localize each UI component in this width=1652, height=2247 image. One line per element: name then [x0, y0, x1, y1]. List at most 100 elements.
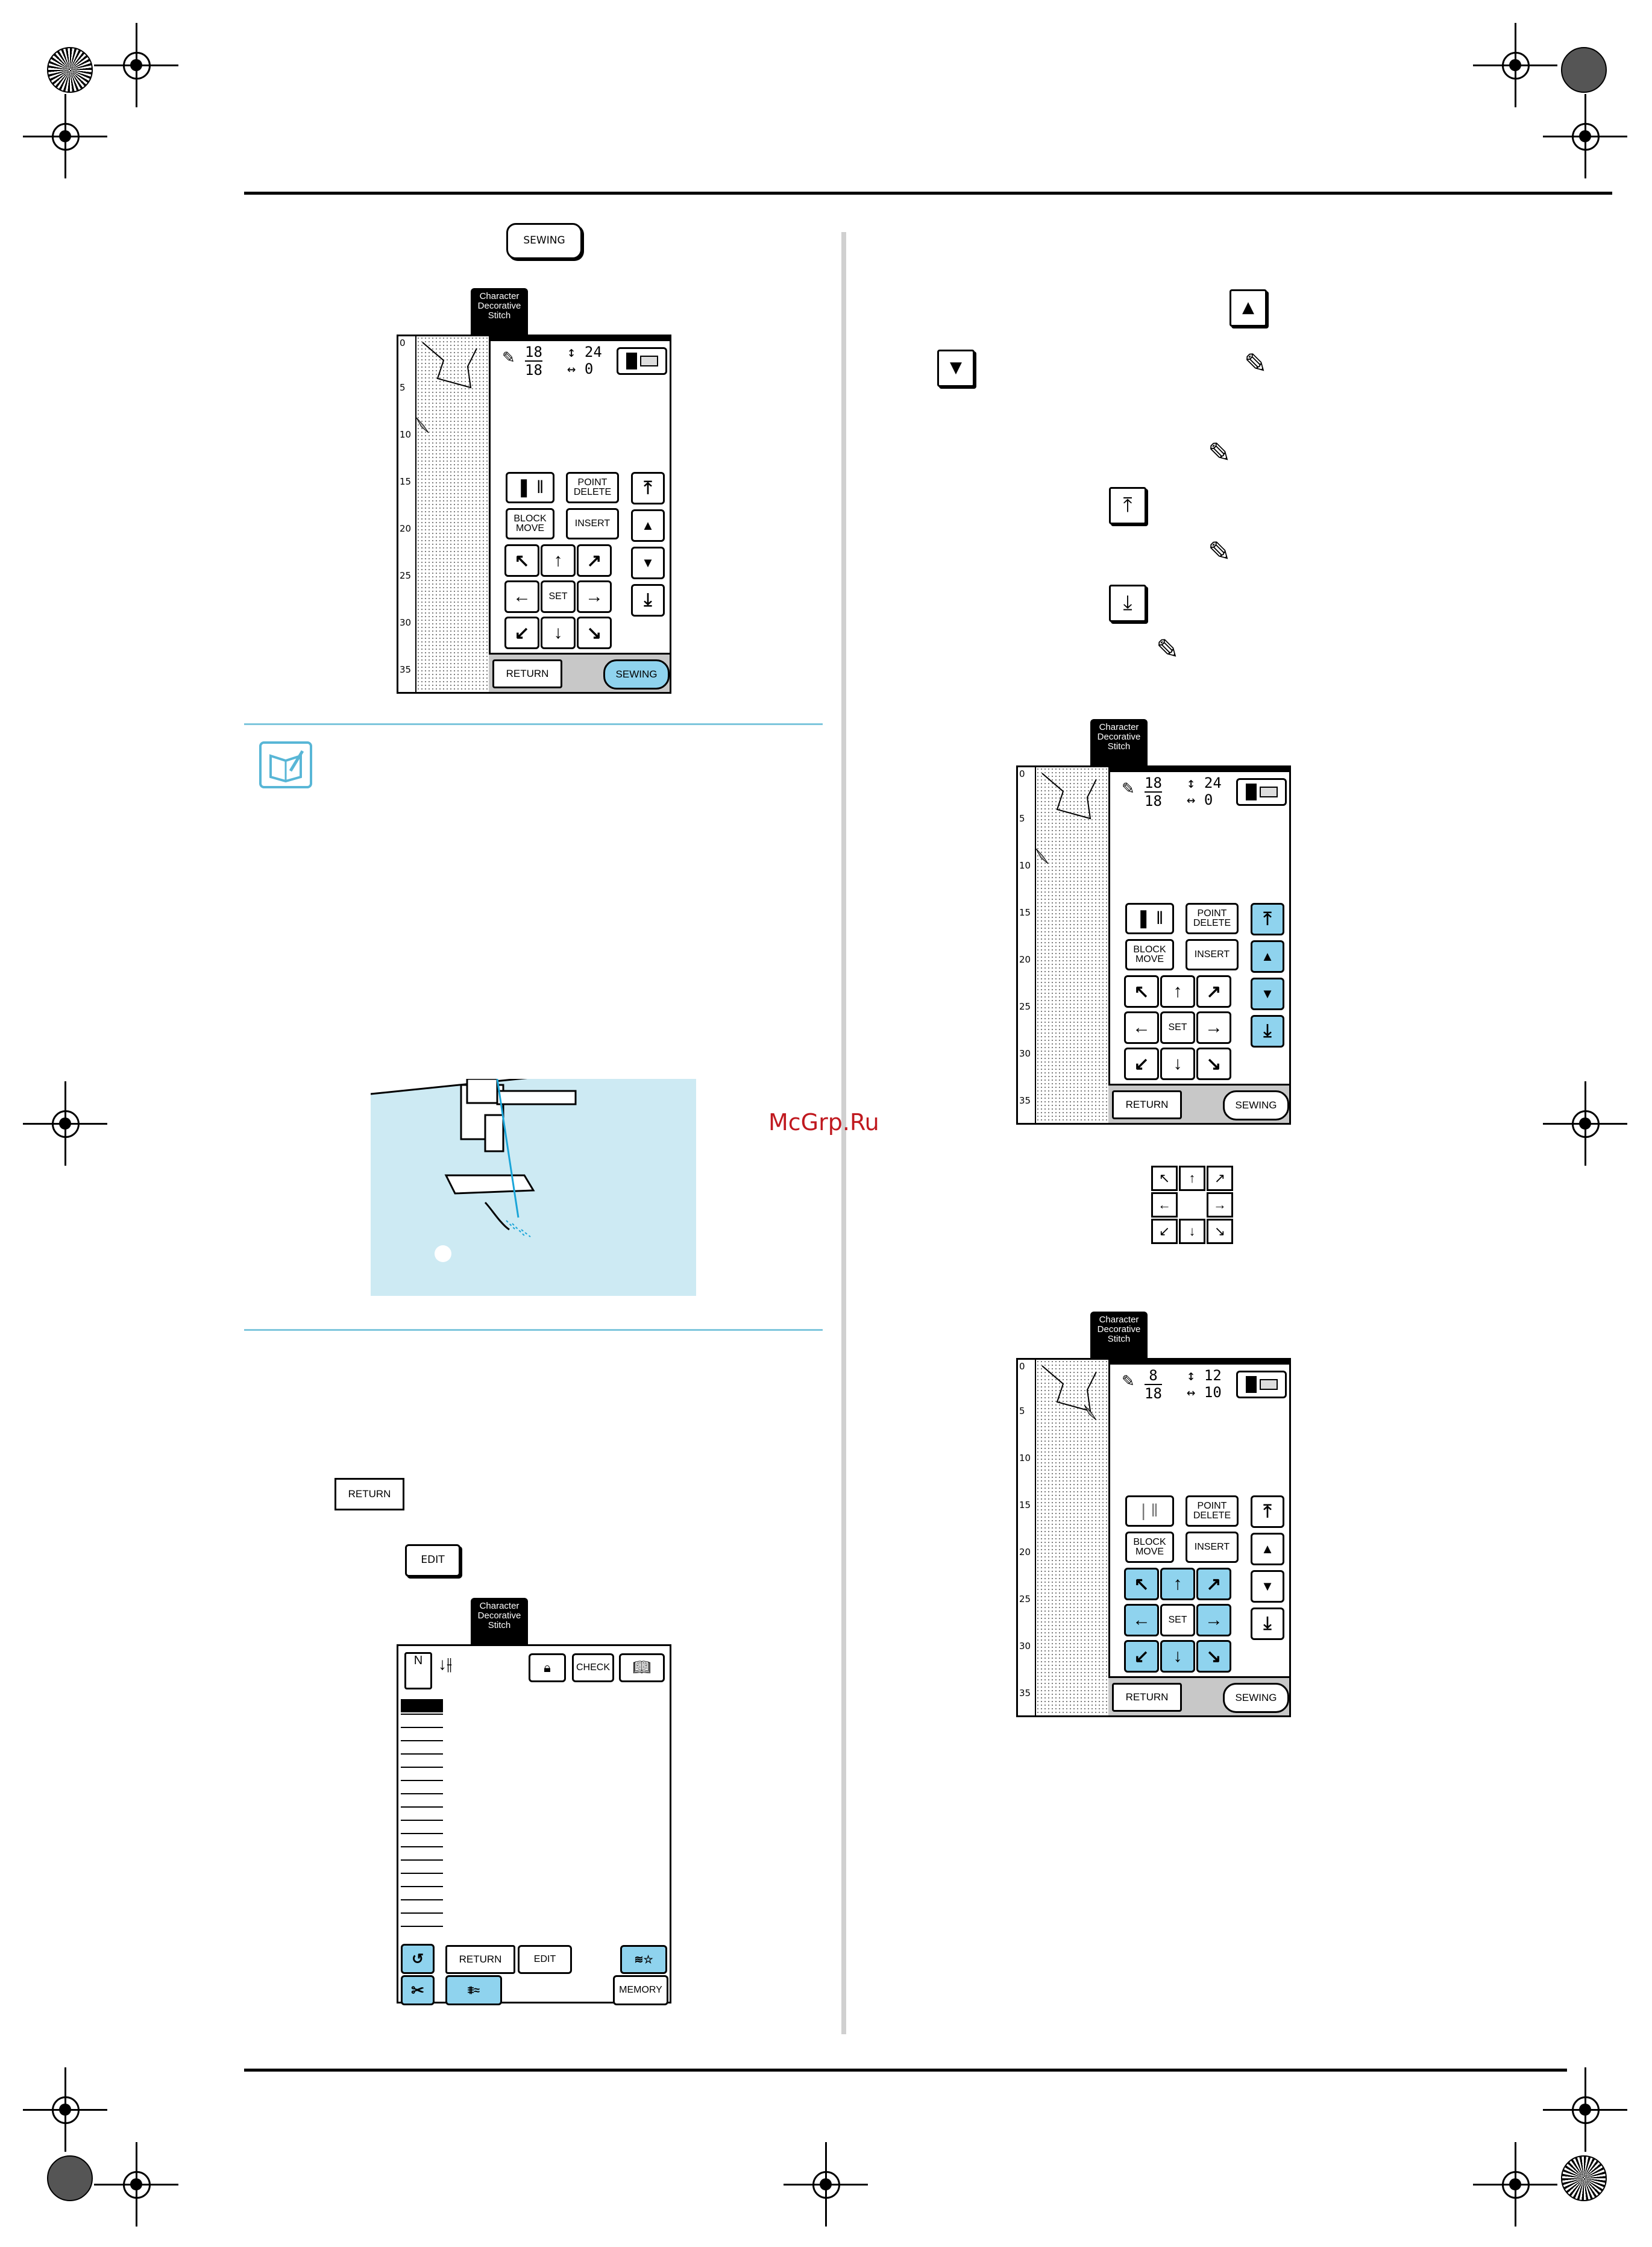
down-right-arrow-icon[interactable]: ↘: [1196, 1640, 1231, 1673]
next-point-icon[interactable]: ▼: [1251, 978, 1284, 1010]
sewing-button[interactable]: SEWING: [1223, 1090, 1289, 1120]
down-right-arrow-icon[interactable]: ↘: [577, 617, 612, 649]
last-point-icon[interactable]: ⤓: [1251, 1015, 1284, 1048]
first-point-icon[interactable]: ⤒: [1251, 903, 1284, 935]
note-top-line: [244, 723, 823, 725]
stitch-list: [401, 1700, 443, 1929]
single-double-toggle[interactable]: ❚ ‖: [506, 472, 554, 503]
set-button[interactable]: SET: [1160, 1604, 1195, 1636]
up-right-arrow-icon: ↗: [1207, 1166, 1233, 1191]
first-point-icon[interactable]: ⤒: [1251, 1495, 1284, 1528]
down-arrow-icon[interactable]: ↓: [1160, 1048, 1195, 1080]
right-arrow-icon[interactable]: →: [1196, 1604, 1231, 1636]
registration-sunburst-bottom-left: [47, 2155, 93, 2201]
down-arrow-icon[interactable]: ↓: [1160, 1640, 1195, 1673]
return-button[interactable]: RETURN: [334, 1478, 404, 1510]
down-left-arrow-icon[interactable]: ↙: [504, 617, 539, 649]
left-arrow-icon[interactable]: ←: [1124, 1604, 1159, 1636]
needle-mode-icon[interactable]: N: [404, 1652, 432, 1689]
left-arrow-icon[interactable]: ←: [1124, 1011, 1159, 1044]
scissors-icon[interactable]: ✂: [401, 1975, 435, 2005]
edit-button[interactable]: EDIT: [518, 1945, 572, 1974]
column-separator: [841, 232, 846, 2034]
set-button[interactable]: SET: [541, 580, 576, 613]
display-mode-icon[interactable]: [1236, 1371, 1287, 1398]
up-right-arrow-icon[interactable]: ↗: [1196, 1568, 1231, 1600]
insert-button[interactable]: INSERT: [1186, 939, 1239, 970]
down-left-arrow-icon[interactable]: ↙: [1124, 1048, 1159, 1080]
first-point-button[interactable]: ⤒: [1109, 487, 1146, 524]
registration-mark: [23, 2067, 107, 2152]
up-left-arrow-icon[interactable]: ↖: [1124, 975, 1159, 1008]
pencil-icon: ✎: [502, 348, 515, 366]
stitch-image-icon[interactable]: ≋☆: [620, 1945, 667, 1974]
up-arrow-icon[interactable]: ↑: [541, 544, 576, 577]
return-button[interactable]: RETURN: [492, 659, 562, 688]
next-point-icon[interactable]: ▼: [1251, 1570, 1284, 1603]
stitch-pattern-icon: [1041, 1365, 1097, 1421]
twin-needle-icon: ↓⫲: [438, 1655, 453, 1673]
insert-button[interactable]: INSERT: [1186, 1532, 1239, 1563]
up-right-arrow-icon[interactable]: ↗: [1196, 975, 1231, 1008]
edit-button[interactable]: EDIT: [405, 1544, 460, 1577]
sewing-button[interactable]: SEWING: [1223, 1683, 1289, 1713]
display-mode-icon[interactable]: [1236, 778, 1287, 806]
sewing-foot-illustration: [370, 1060, 697, 1296]
single-double-toggle[interactable]: | ‖: [1125, 1495, 1174, 1527]
down-right-arrow-icon[interactable]: ↘: [1196, 1048, 1231, 1080]
right-arrow-icon[interactable]: →: [1196, 1011, 1231, 1044]
up-right-arrow-icon[interactable]: ↗: [577, 544, 612, 577]
last-point-icon[interactable]: ⤓: [1251, 1607, 1284, 1640]
down-left-arrow-icon[interactable]: ↙: [1124, 1640, 1159, 1673]
selected-stitch-row[interactable]: [401, 1699, 443, 1712]
right-arrow-icon[interactable]: →: [577, 580, 612, 613]
up-left-arrow-icon[interactable]: ↖: [504, 544, 539, 577]
insert-button[interactable]: INSERT: [566, 508, 619, 539]
up-arrow-icon[interactable]: ↑: [1160, 1568, 1195, 1600]
stitch-length-icon[interactable]: ⩨≈: [445, 1975, 502, 2005]
first-point-icon[interactable]: ⤒: [631, 472, 665, 504]
last-point-button[interactable]: ⤓: [1109, 585, 1146, 622]
next-point-button[interactable]: ▼: [937, 350, 975, 387]
up-arrow-icon[interactable]: ↑: [1160, 975, 1195, 1008]
down-right-arrow-icon: ↘: [1207, 1219, 1233, 1244]
previous-point-icon[interactable]: ▲: [1251, 1533, 1284, 1565]
return-button[interactable]: RETURN: [445, 1945, 515, 1974]
lock-icon[interactable]: 🔒︎: [529, 1653, 566, 1682]
memory-button[interactable]: MEMORY: [613, 1975, 668, 2005]
return-button[interactable]: RETURN: [1112, 1683, 1182, 1712]
manual-icon[interactable]: 📖︎: [619, 1653, 665, 1682]
display-mode-icon[interactable]: [617, 347, 667, 375]
last-point-icon[interactable]: ⤓: [631, 584, 665, 617]
next-point-icon[interactable]: ▼: [631, 547, 665, 579]
previous-point-icon[interactable]: ▲: [1251, 940, 1284, 973]
stitch-preview: [416, 336, 491, 692]
previous-point-button[interactable]: ▲: [1230, 289, 1267, 327]
check-button[interactable]: CHECK: [572, 1653, 614, 1682]
sewing-button[interactable]: SEWING: [506, 223, 582, 259]
sewing-button[interactable]: SEWING: [603, 659, 670, 690]
previous-point-icon[interactable]: ▲: [631, 509, 665, 542]
single-double-toggle[interactable]: ❚ ‖: [1125, 903, 1174, 934]
reverse-stitch-icon[interactable]: ↺: [401, 1944, 435, 1974]
down-arrow-icon[interactable]: ↓: [541, 617, 576, 649]
set-button[interactable]: SET: [1160, 1011, 1195, 1044]
return-button[interactable]: RETURN: [1112, 1090, 1182, 1119]
left-arrow-icon[interactable]: ←: [504, 580, 539, 613]
up-left-arrow-icon[interactable]: ↖: [1124, 1568, 1159, 1600]
